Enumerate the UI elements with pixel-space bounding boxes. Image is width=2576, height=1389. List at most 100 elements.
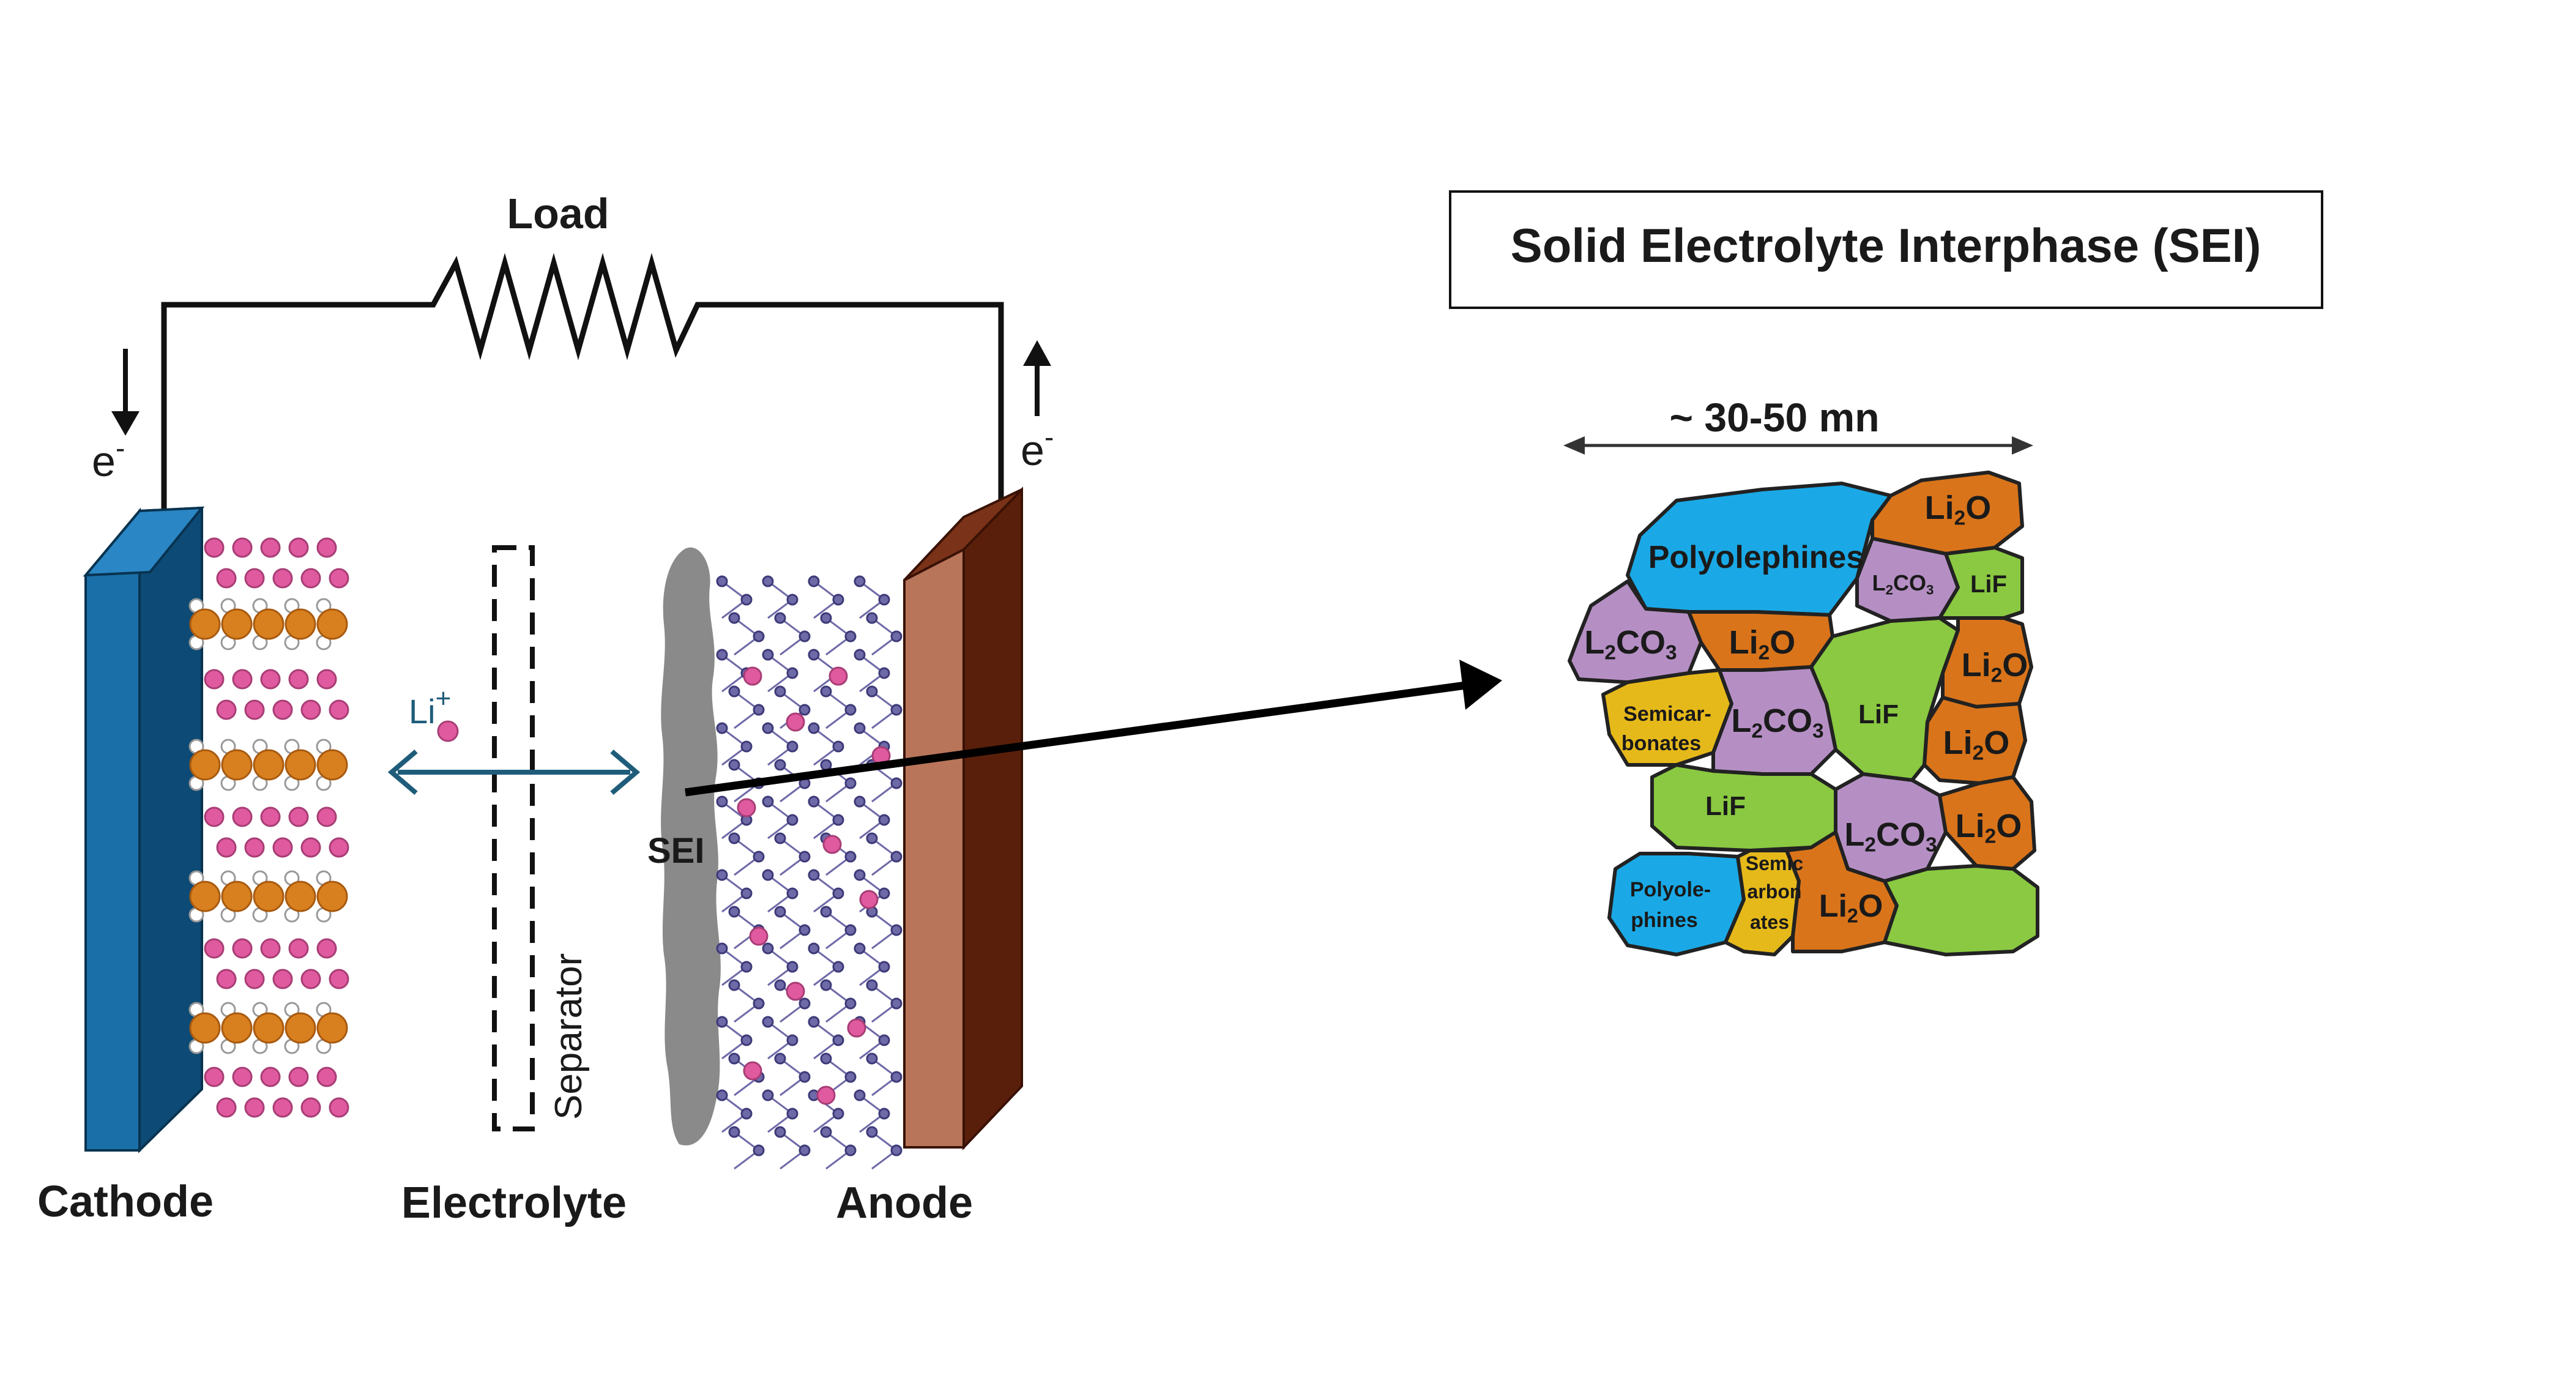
carbon-atom	[890, 630, 903, 642]
carbon-atom	[774, 832, 786, 844]
li-ion	[316, 1067, 337, 1087]
carbon-atom	[808, 869, 820, 881]
sei-title: Solid Electrolyte Interphase (SEI)	[1511, 218, 2261, 272]
li-ion	[204, 1067, 225, 1087]
cathode-top	[83, 506, 205, 577]
li-ion	[737, 798, 756, 817]
li-ion	[216, 699, 237, 720]
li-ion	[204, 669, 225, 690]
metal-atom	[189, 1012, 221, 1044]
carbon-atom	[844, 630, 857, 642]
grain-label: ates	[1750, 911, 1789, 933]
carbon-atom	[866, 685, 878, 698]
electron-label-left: e-	[92, 432, 125, 485]
carbon-atom	[890, 777, 903, 789]
li-ion	[204, 938, 225, 959]
li-ion	[300, 1097, 321, 1118]
carbon-atom	[890, 997, 903, 1010]
li-ion	[272, 1097, 293, 1118]
li-ion	[260, 669, 281, 690]
separator-label: Separator	[548, 953, 590, 1120]
carbon-atom	[832, 740, 844, 753]
li-ion	[300, 837, 321, 858]
carbon-atom	[844, 777, 857, 789]
li-ion	[316, 806, 337, 827]
carbon-atom	[820, 906, 832, 918]
metal-atom	[285, 608, 316, 640]
zoom-pointer-arrow	[685, 660, 1502, 797]
grain-label: L2CO3	[1584, 624, 1677, 665]
carbon-atom	[854, 942, 866, 955]
carbon-atom	[728, 1126, 740, 1138]
carbon-atom	[786, 1034, 798, 1046]
carbon-atom	[798, 851, 811, 863]
li-ion-dot	[437, 720, 459, 742]
carbon-atom	[740, 961, 753, 973]
carbon-atom	[854, 649, 866, 661]
carbon-atom	[786, 814, 798, 826]
anode-label: Anode	[836, 1179, 973, 1227]
grain-lif	[1883, 864, 2039, 956]
cathode-lattice	[188, 537, 349, 1118]
li-ion	[244, 1097, 265, 1118]
carbon-atom	[798, 997, 811, 1010]
carbon-atom	[740, 1108, 753, 1120]
grain-l2co3	[1711, 665, 1837, 776]
carbon-atom	[844, 1144, 857, 1156]
li-ion	[272, 837, 293, 858]
carbon-atom	[820, 1126, 832, 1138]
anode-graphite-lattice	[716, 575, 903, 1170]
li-ion	[260, 537, 281, 558]
carbon-atom	[762, 795, 774, 808]
carbon-atom	[820, 685, 832, 698]
grain-label: Polyolephines	[1648, 540, 1864, 575]
grain-label: Li2O	[1962, 647, 2028, 687]
carbon-atom	[798, 1144, 811, 1156]
li-ion	[232, 1067, 253, 1087]
li-ion	[232, 669, 253, 690]
electron-label-right: e-	[1021, 421, 1054, 474]
carbon-atom	[716, 722, 728, 734]
carbon-atom	[786, 594, 798, 606]
circuit-wire	[161, 253, 1004, 514]
li-ion	[272, 699, 293, 720]
carbon-atom	[844, 704, 857, 716]
grain-label: Li2O	[1729, 624, 1796, 665]
li-ion	[749, 926, 769, 946]
carbon-atom	[808, 1016, 820, 1028]
li-ion	[272, 568, 293, 589]
carbon-atom	[753, 997, 765, 1010]
carbon-atom	[728, 832, 740, 844]
li-ion	[260, 938, 281, 959]
metal-atom	[189, 881, 221, 912]
li-ion	[288, 537, 309, 558]
carbon-atom	[774, 979, 786, 991]
carbon-atom	[798, 704, 811, 716]
grain-label: bonates	[1621, 732, 1701, 755]
metal-atom	[316, 881, 348, 912]
li-ion-label: Li+	[409, 683, 451, 731]
carbon-atom	[866, 979, 878, 991]
carbon-atom	[832, 887, 844, 899]
li-ion	[260, 806, 281, 827]
grain-li2o	[1923, 696, 2027, 785]
grain-label: Li2O	[1925, 490, 1992, 530]
carbon-atom	[808, 795, 820, 808]
li-ion	[204, 537, 225, 558]
carbon-atom	[728, 612, 740, 624]
li-ion	[232, 537, 253, 558]
metal-atom	[285, 749, 316, 781]
carbon-atom	[808, 942, 820, 955]
carbon-atom	[878, 667, 890, 679]
electron-arrow-down	[111, 349, 140, 436]
carbon-atom	[832, 1034, 844, 1046]
li-ion	[316, 669, 337, 690]
cathode-label: Cathode	[37, 1177, 214, 1226]
carbon-atom	[774, 612, 786, 624]
carbon-atom	[832, 594, 844, 606]
carbon-atom	[854, 722, 866, 734]
cathode-plate	[83, 506, 205, 1153]
carbon-atom	[866, 612, 878, 624]
thickness-dimension-arrow	[1563, 436, 2033, 455]
carbon-atom	[786, 961, 798, 973]
